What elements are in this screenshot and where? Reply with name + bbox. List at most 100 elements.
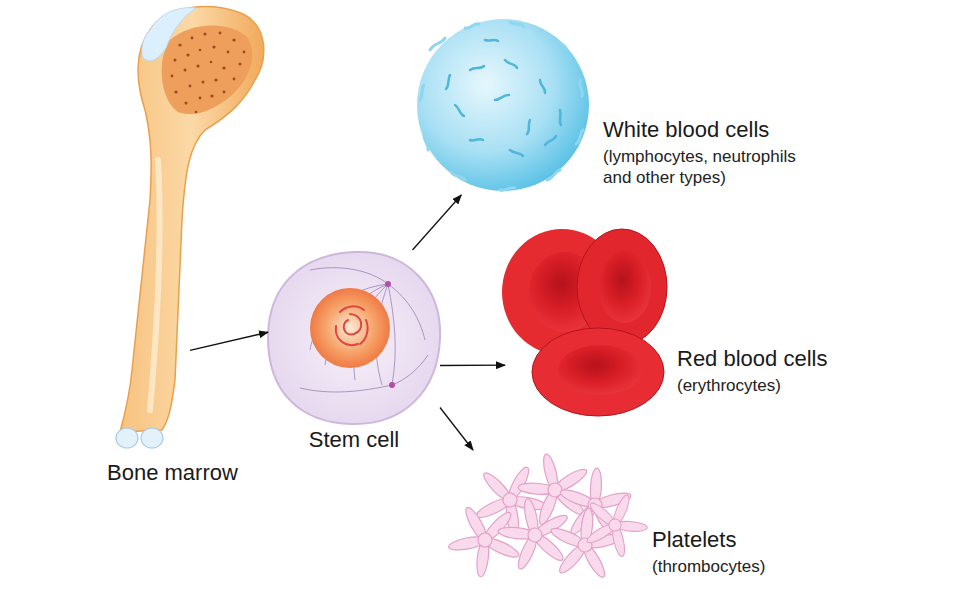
cell-figure-node: Red blood cells(erythrocytes) xyxy=(505,225,665,417)
white-blood-cell-figure-part xyxy=(424,135,428,150)
figure-label: Platelets xyxy=(652,527,872,553)
bone-figure-part xyxy=(202,81,205,84)
figure-sublabel: (thrombocytes) xyxy=(652,557,872,577)
white-blood-cell-figure-part xyxy=(465,24,479,29)
white-blood-cell-figure-part xyxy=(576,130,583,144)
white-blood-cell-figure-part xyxy=(527,120,530,134)
stem-cell-figure-part xyxy=(268,252,440,424)
bone-figure-part xyxy=(199,97,202,100)
white-blood-cell-figure-part xyxy=(446,40,561,156)
stem-cell-figure-part xyxy=(360,320,368,344)
bone-figure-part xyxy=(214,78,217,81)
bone-figure-part xyxy=(120,7,264,432)
bone-figure-part xyxy=(219,32,222,35)
stem-cell-figure-part xyxy=(392,355,428,385)
bone-figure-part xyxy=(227,51,230,54)
cell-figure-node: Bone marrow xyxy=(110,0,190,455)
white-blood-cell-figure-part xyxy=(495,95,509,100)
stem-cell-figure-part xyxy=(336,326,358,345)
bone-figure-part xyxy=(184,69,187,72)
white-blood-cell-figure-part xyxy=(470,139,483,140)
label-group: Bone marrow xyxy=(107,460,238,486)
bone-figure-part xyxy=(171,75,174,78)
white-blood-cell-figure-part xyxy=(560,110,561,125)
white-blood-cell-figure-part xyxy=(455,105,464,116)
bone-figure-part xyxy=(174,90,177,93)
label-group: Red blood cells(erythrocytes) xyxy=(677,346,907,397)
white-blood-cell-figure-part xyxy=(500,188,515,191)
figure-sublabel: (erythrocytes) xyxy=(677,376,907,396)
white-blood-cell-figure-part xyxy=(510,150,523,156)
red-blood-cells-figure-part xyxy=(558,345,642,395)
bone-figure-part xyxy=(162,25,253,114)
stem-cell-figure-part xyxy=(389,382,395,388)
arrow-connector xyxy=(412,195,461,250)
bone-figure-part xyxy=(174,59,177,62)
bone-figure-part xyxy=(185,102,188,105)
figure-label: Bone marrow xyxy=(107,460,238,486)
figure-sublabel: (lymphocytes, neutrophils and other type… xyxy=(603,147,825,188)
white-blood-cell-figure-part xyxy=(545,136,556,145)
stem-cell-figure-part xyxy=(344,314,362,334)
white-blood-cell-figure-part xyxy=(470,66,484,70)
white-blood-cell-figure xyxy=(417,19,589,191)
stem-cell-figure-part xyxy=(300,268,428,392)
bone-figure-part xyxy=(196,64,199,67)
bone-figure-part xyxy=(210,61,213,64)
red-blood-cells-figure-part xyxy=(577,229,667,345)
label-group: White blood cells(lymphocytes, neutrophi… xyxy=(603,117,825,188)
bone-figure-part xyxy=(239,63,242,66)
cell-figure-node: Platelets(thrombocytes) xyxy=(445,450,645,589)
white-blood-cell-figure-part xyxy=(420,85,424,100)
white-blood-cell-figure-part xyxy=(485,40,498,41)
stem-cell-figure xyxy=(268,252,440,424)
stem-cell-figure-part xyxy=(385,281,391,287)
arrow-connector xyxy=(190,332,268,350)
arrow-connector xyxy=(440,365,505,367)
platelets-figure-part xyxy=(583,490,650,560)
stem-cell-figure-part xyxy=(310,268,388,284)
white-blood-cell-figure-part xyxy=(446,75,450,89)
white-blood-cell-figure-part xyxy=(451,172,465,180)
bone-figure-part xyxy=(142,8,196,61)
stem-cell-figure-part xyxy=(340,306,364,312)
white-blood-cell-figure-part xyxy=(420,22,583,190)
red-blood-cells-figure-part xyxy=(532,328,664,416)
red-blood-cells-figure xyxy=(502,229,667,416)
bone-figure-part xyxy=(243,51,246,54)
bone-figure-part xyxy=(116,428,138,448)
stem-cell-figure-part xyxy=(300,385,392,392)
bone-figure-part xyxy=(203,32,206,35)
bone-figure-part xyxy=(141,428,163,448)
white-blood-cell-figure-part xyxy=(540,80,545,93)
white-blood-cell-figure-part xyxy=(547,170,560,180)
bone-figure-part xyxy=(222,66,225,69)
stem-cell-figure-part xyxy=(310,288,390,368)
red-blood-cells-figure-part xyxy=(599,251,651,323)
bone-figure-part xyxy=(210,94,213,97)
stem-cell-figure-part xyxy=(336,306,368,345)
bone-figure-part xyxy=(189,85,192,88)
white-blood-cell-figure-part xyxy=(510,22,524,27)
platelets-figure xyxy=(439,440,650,589)
bone-figure-part xyxy=(178,43,181,46)
stem-cell-figure-part xyxy=(388,284,425,340)
bone-figure-part xyxy=(186,53,189,56)
white-blood-cell-figure-part xyxy=(417,19,589,191)
bone-figure-part xyxy=(171,32,246,114)
cell-figure-node: White blood cells(lymphocytes, neutrophi… xyxy=(415,15,593,195)
bone-figure-part xyxy=(233,78,236,81)
cell-figure-node: Stem cell xyxy=(268,250,440,425)
white-blood-cell-figure-part xyxy=(555,38,567,50)
bone-figure-part xyxy=(223,91,226,94)
arrow-connector xyxy=(440,408,473,451)
bone-figure-part xyxy=(199,49,202,52)
bone-figure-part xyxy=(195,111,198,114)
bone-figure-part xyxy=(191,37,194,40)
label-group: Stem cell xyxy=(268,427,440,453)
bone-figure-part xyxy=(150,160,160,410)
white-blood-cell-figure-part xyxy=(580,80,583,96)
figure-label: Stem cell xyxy=(268,427,440,453)
